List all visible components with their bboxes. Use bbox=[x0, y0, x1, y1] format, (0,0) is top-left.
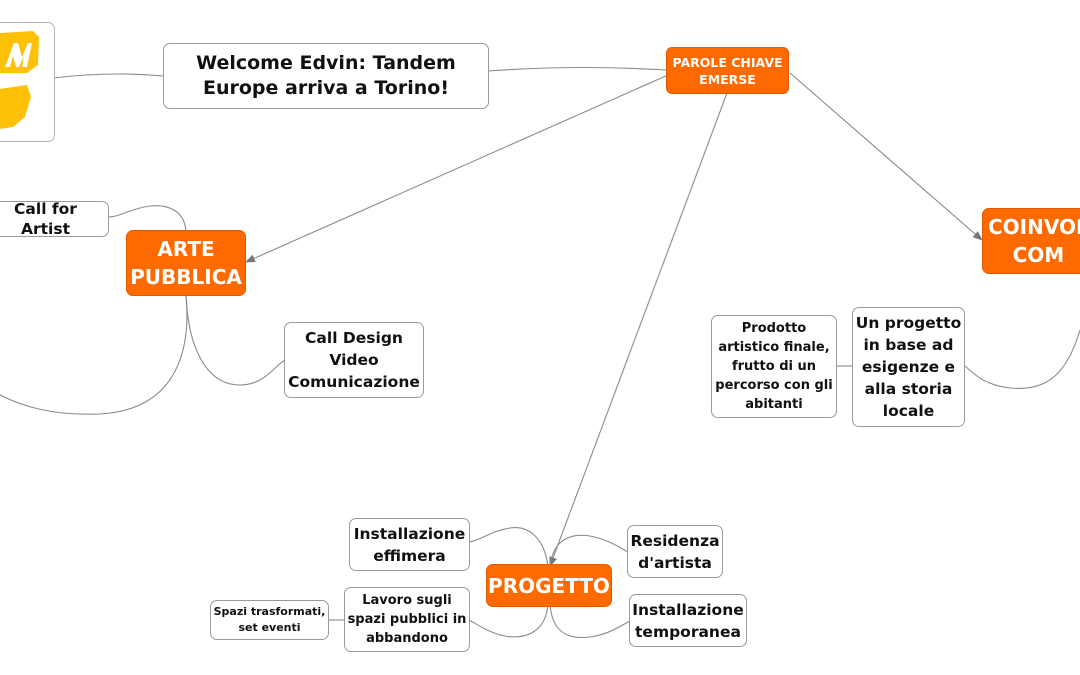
coinvolgimento-node[interactable]: COINVOL COM bbox=[982, 208, 1080, 274]
progetto-base-label: Un progetto in base ad esigenze e alla s… bbox=[855, 314, 962, 420]
lavoro-sugli-spazi-node[interactable]: Lavoro sugli spazi pubblici in abbandono bbox=[344, 587, 470, 652]
residenza-artista-label: Residenza d'artista bbox=[630, 531, 720, 572]
welcome-node-label: Welcome Edvin: Tandem Europe arriva a To… bbox=[196, 52, 456, 99]
connector-arte-calldesign bbox=[185, 294, 286, 386]
installazione-effimera-node[interactable]: Installazione effimera bbox=[349, 518, 470, 571]
tandem-logo-icon bbox=[0, 22, 55, 142]
arte-pubblica-node[interactable]: ARTE PUBBLICA bbox=[126, 230, 246, 296]
connector-logo-welcome bbox=[52, 73, 164, 79]
parole-chiave-node[interactable]: PAROLE CHIAVE EMERSE bbox=[666, 47, 789, 94]
installazione-temporanea-label: Installazione temporanea bbox=[632, 600, 744, 641]
connector-coinvolgimento-progettobase bbox=[964, 329, 1080, 390]
coinvolgimento-label: COINVOL COM bbox=[988, 215, 1080, 267]
arte-pubblica-label: ARTE PUBBLICA bbox=[130, 237, 242, 289]
prodotto-artistico-node[interactable]: Prodotto artistico finale, frutto di un … bbox=[711, 315, 837, 418]
parole-chiave-label: PAROLE CHIAVE EMERSE bbox=[672, 54, 783, 87]
connector-welcome-parole bbox=[487, 66, 667, 72]
call-design-node[interactable]: Call Design Video Comunicazione bbox=[284, 322, 424, 398]
lavoro-sugli-spazi-label: Lavoro sugli spazi pubblici in abbandono bbox=[347, 593, 467, 646]
residenza-artista-node[interactable]: Residenza d'artista bbox=[627, 525, 723, 578]
connector-parole-arte bbox=[245, 74, 669, 263]
spazi-trasformati-node[interactable]: Spazi trasformati, set eventi bbox=[210, 600, 329, 640]
connector-progetto-lavoro bbox=[468, 603, 549, 638]
prodotto-artistico-label: Prodotto artistico finale, frutto di un … bbox=[715, 321, 833, 412]
call-design-label: Call Design Video Comunicazione bbox=[288, 329, 420, 391]
connector-progetto-residenza bbox=[549, 534, 629, 568]
progetto-node[interactable]: PROGETTO bbox=[486, 564, 612, 607]
spazi-trasformati-label: Spazi trasformati, set eventi bbox=[213, 605, 326, 634]
call-for-artist-node[interactable]: Call for Artist bbox=[0, 200, 109, 238]
welcome-node[interactable]: Welcome Edvin: Tandem Europe arriva a To… bbox=[163, 43, 489, 109]
progetto-base-node[interactable]: Un progetto in base ad esigenze e alla s… bbox=[852, 307, 965, 427]
installazione-temporanea-node[interactable]: Installazione temporanea bbox=[629, 594, 747, 647]
call-for-artist-label: Call for Artist bbox=[14, 200, 77, 238]
connector-progetto-temporanea bbox=[549, 603, 631, 639]
connector-parole-coinvolgimento bbox=[789, 72, 983, 241]
progetto-label: PROGETTO bbox=[488, 573, 610, 598]
connector-arte-callartist bbox=[107, 205, 187, 233]
connector-arte-offscreen bbox=[0, 294, 188, 415]
connector-parole-progetto bbox=[549, 92, 728, 567]
installazione-effimera-label: Installazione effimera bbox=[353, 524, 466, 565]
connector-progetto-installazione bbox=[468, 527, 549, 568]
